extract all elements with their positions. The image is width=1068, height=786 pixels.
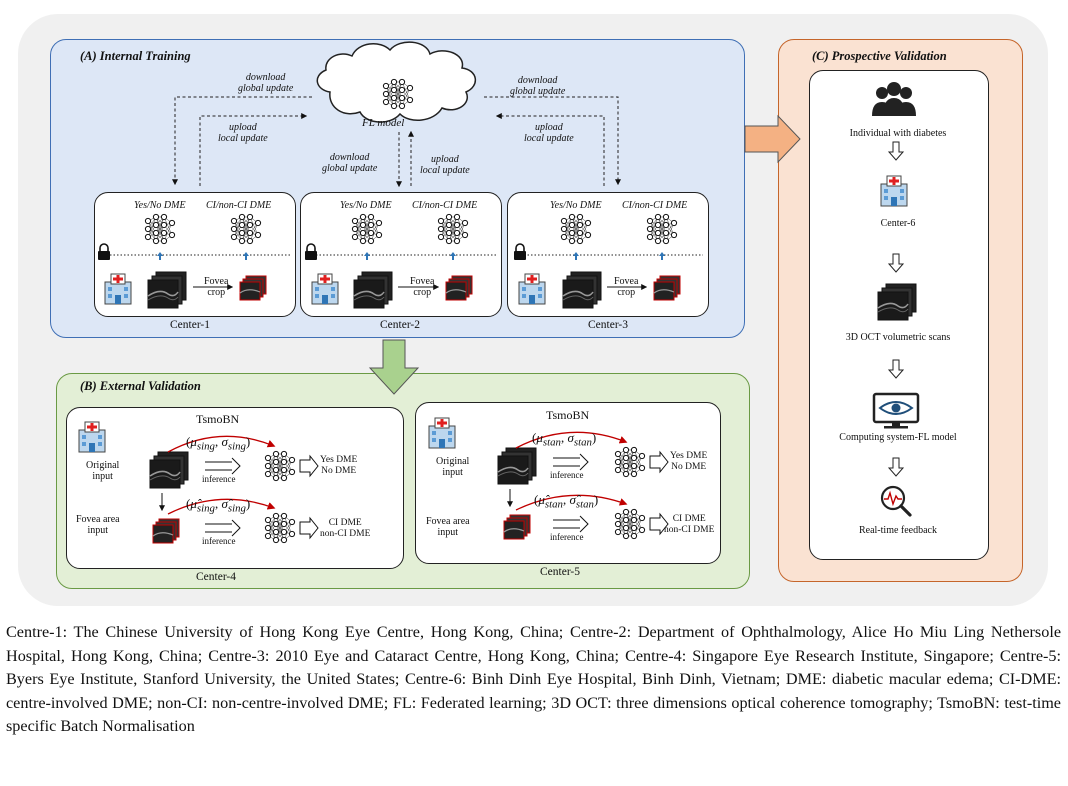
center-4-inference-1: inference <box>202 474 236 484</box>
step-oct-label: 3D OCT volumetric scans <box>845 332 951 343</box>
center-3-label: Center-3 <box>588 319 629 331</box>
center-3-model2-label: CI/non-CI DME <box>622 200 688 211</box>
center-5-method-label: TsmoBN <box>546 408 590 422</box>
center-1-model1-label: Yes/No DME <box>134 200 186 211</box>
center-4-stat-original: (μsing, σsing) <box>186 434 251 453</box>
center-1-label: Center-1 <box>170 319 211 331</box>
center-5-inference-1: inference <box>550 470 584 480</box>
monitor-eye-icon <box>872 392 920 429</box>
fl-model-label: FL model <box>362 117 405 129</box>
arrow-to-external <box>368 339 420 395</box>
panel-c-title: (C) Prospective Validation <box>812 49 947 63</box>
center-5-stat-original: (μstan, σstan) <box>532 430 597 449</box>
step-feedback-label: Real-time feedback <box>858 525 937 536</box>
center-5-inference-2: inference <box>550 532 584 542</box>
center-4-stat-fovea: (μ̂sing, σ̂sing) <box>186 496 251 515</box>
hospital-icon <box>880 175 908 207</box>
panel-a-title: (A) Internal Training <box>80 49 191 63</box>
center-4-method-label: TsmoBN <box>196 412 240 426</box>
center-5-box <box>415 402 721 564</box>
center-1-model2-label: CI/non-CI DME <box>206 200 272 211</box>
center-2-model1-label: Yes/No DME <box>340 200 392 211</box>
figure-caption: Centre-1: The Chinese University of Hong… <box>6 623 1061 736</box>
center-5-label: Center-5 <box>540 566 581 578</box>
center-4-label: Center-4 <box>196 571 237 583</box>
step-computing-label: Computing system-FL model <box>839 432 957 443</box>
heartbeat-search-icon <box>880 485 912 517</box>
arrow-to-prospective <box>744 114 801 164</box>
center-2-model2-label: CI/non-CI DME <box>412 200 478 211</box>
step-individual-label: Individual with diabetes <box>849 128 947 139</box>
people-icon <box>872 82 916 116</box>
center-5-stat-fovea: (μ̂stan, σ̂stan) <box>534 492 599 511</box>
center-2-label: Center-2 <box>380 319 421 331</box>
panel-b-title: (B) External Validation <box>80 379 201 393</box>
center-3-model1-label: Yes/No DME <box>550 200 602 211</box>
center-4-box <box>66 407 404 569</box>
center-4-inference-2: inference <box>202 536 236 546</box>
oct-scan-icon <box>877 283 917 321</box>
step-center-6-label: Center-6 <box>880 218 916 229</box>
